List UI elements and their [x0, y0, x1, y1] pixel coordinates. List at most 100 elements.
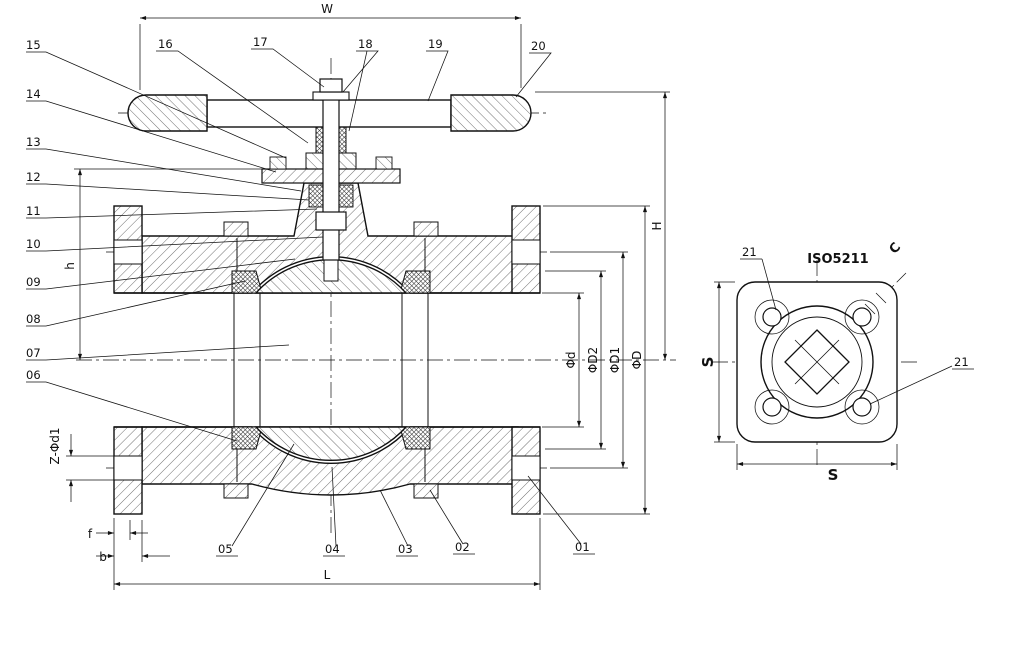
callout-label: 14 [26, 87, 41, 101]
callout-label: 19 [428, 37, 443, 51]
callout-15: 15 [26, 38, 287, 159]
dim-phi-D1-label: ΦD1 [608, 347, 622, 373]
body-joint-bolt [223, 221, 249, 237]
stem-collar [315, 211, 347, 231]
flange-bolt-hole [511, 239, 541, 265]
callout-13: 13 [26, 135, 302, 192]
dim-C-label: C [887, 240, 905, 257]
callout-label: 20 [531, 39, 546, 53]
callout-label: 09 [26, 275, 41, 289]
callout-18: 18 [342, 37, 379, 132]
stem-nut [319, 78, 343, 93]
dim-H: H [535, 91, 670, 360]
callout-01: 01 [527, 475, 595, 555]
callout-03: 03 [379, 489, 418, 557]
ball-bottom-section [254, 426, 408, 461]
pilot-circle [760, 305, 874, 419]
seat [399, 426, 431, 450]
callout-label: 05 [218, 542, 233, 556]
stem [312, 78, 350, 261]
callout-21-top: 21 [740, 245, 777, 311]
callout-14: 14 [26, 87, 277, 173]
callout-label: 03 [398, 542, 413, 556]
callout-10: 10 [26, 236, 324, 252]
dim-b-label: b [99, 550, 107, 564]
callout-label: 17 [253, 35, 268, 49]
dim-S-horizontal-label: S [828, 466, 839, 484]
callout-label: 15 [26, 38, 41, 52]
stem-tang [323, 256, 339, 282]
callout-label: 08 [26, 312, 41, 326]
callout-07: 07 [26, 344, 290, 361]
dim-L: L [114, 518, 541, 590]
callout-21-right: 21 [869, 355, 974, 405]
body-joint-bolt [413, 483, 439, 499]
dim-W: W [139, 2, 522, 90]
pipe-flanges [113, 205, 541, 515]
dim-W-label: W [321, 2, 333, 16]
dim-S-vertical: S [699, 281, 735, 443]
callout-09: 09 [26, 258, 296, 290]
dim-S-vertical-label: S [699, 357, 717, 368]
dim-phi-d: Φd [542, 292, 584, 428]
callout-label: 12 [26, 170, 41, 184]
seat [399, 270, 431, 294]
callout-label: 11 [26, 204, 41, 218]
body-joint-bolt [223, 483, 249, 499]
dim-L-label: L [324, 568, 331, 582]
callout-05: 05 [216, 443, 295, 557]
ball [254, 256, 408, 461]
dim-b: b [96, 520, 170, 564]
packing [308, 184, 324, 208]
dim-phi-D-label: ΦD [630, 351, 644, 370]
dim-phi-D2-label: ΦD2 [586, 347, 600, 373]
callout-label: 01 [575, 540, 590, 554]
callout-06: 06 [26, 368, 238, 442]
dim-Z-label: Z-Φd1 [48, 427, 62, 464]
callout-20: 20 [515, 39, 552, 98]
side-view: ISO5211 C S S 21 21 [699, 240, 974, 484]
flange-bolt-hole [113, 239, 143, 265]
dim-h-label: h [63, 262, 77, 270]
callout-label: 04 [325, 542, 340, 556]
callout-label: 16 [158, 37, 173, 51]
callout-label: 18 [358, 37, 373, 51]
callout-12: 12 [26, 170, 310, 201]
plate-bolt [269, 156, 287, 170]
callout-label: 21 [954, 355, 969, 369]
callout-label: 02 [455, 540, 470, 554]
dim-phi-d-label: Φd [564, 351, 578, 368]
stem-washer [312, 91, 350, 101]
callout-11: 11 [26, 204, 318, 219]
callout-label: 06 [26, 368, 41, 382]
callout-19: 19 [426, 37, 449, 102]
dim-phi-D2: ΦD2 [545, 270, 606, 450]
dim-phi-D1: ΦD1 [550, 251, 628, 469]
handle-grip-left [127, 94, 208, 132]
dim-phi-D: ΦD [543, 205, 650, 515]
inner-circle [771, 316, 863, 408]
body-joint-bolt [413, 221, 439, 237]
callout-label: 07 [26, 346, 41, 360]
mounting-bolt-holes [754, 299, 880, 425]
callout-04: 04 [323, 466, 345, 557]
seat-rings [231, 270, 431, 450]
dim-S-horizontal: S [736, 444, 898, 484]
dim-Z-phi-d1: Z-Φd1 [48, 427, 114, 502]
callout-label: 21 [742, 245, 757, 259]
seat [231, 426, 263, 450]
plate-bolt [375, 156, 393, 170]
dim-H-label: H [650, 221, 664, 230]
callout-label: 13 [26, 135, 41, 149]
dim-f-label: f [88, 527, 93, 541]
callout-02: 02 [429, 489, 475, 555]
callout-08: 08 [26, 280, 246, 327]
stem-shaft [322, 99, 340, 261]
handle-grip-right [450, 94, 532, 132]
flange-bolt-hole [511, 455, 541, 481]
callout-17: 17 [251, 35, 325, 88]
packing [338, 184, 354, 208]
callout-label: 10 [26, 237, 41, 251]
